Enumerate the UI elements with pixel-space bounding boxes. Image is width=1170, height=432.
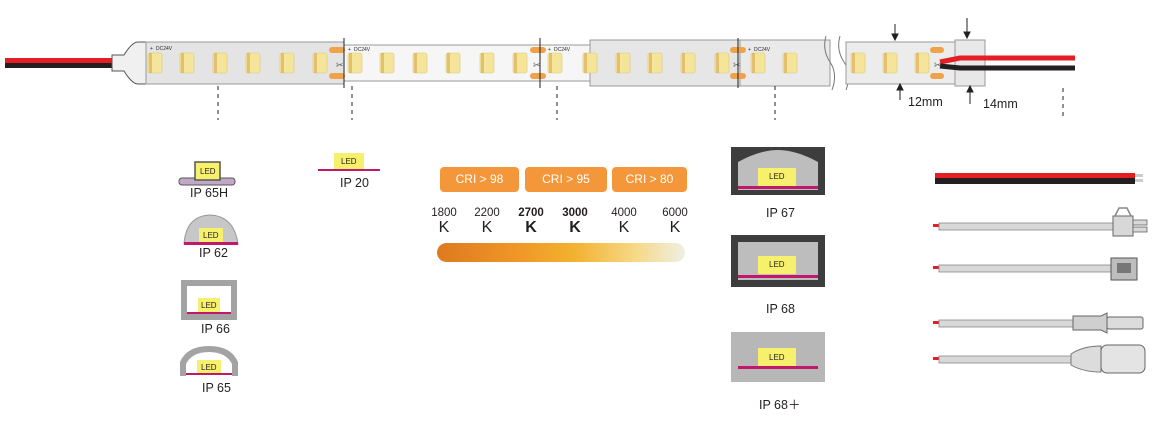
strip-section-ip65h: [145, 41, 345, 85]
dimension-14mm: 14mm: [983, 97, 1018, 111]
cct-value: 1800: [431, 207, 457, 219]
cut-point-4: ✂: [930, 47, 944, 79]
bare-wire-icon: [935, 173, 1143, 184]
cri-badge-80: CRI > 80: [612, 167, 687, 192]
connector-options: [933, 173, 1148, 374]
profile-ip67-icon: LED: [731, 147, 825, 195]
label-ip65: IP 65: [202, 381, 231, 395]
cct-unit: K: [618, 219, 630, 236]
cct-unit: K: [569, 219, 581, 236]
socket-connector-icon: [933, 257, 1138, 281]
dc-female-jack-icon: [933, 344, 1146, 374]
output-wire-right: [939, 55, 1075, 71]
voltage-mark: DC24V: [554, 47, 571, 53]
cct-value: 4000: [611, 207, 637, 219]
cut-point-1: ✂: [329, 38, 345, 88]
cct-unit: K: [438, 219, 450, 236]
cct-unit: K: [525, 219, 537, 236]
led-strip-diagram: ✂ ✂ ✂ ✂ +DC24V +DC24V +DC24V +DC24V: [5, 18, 1075, 120]
cct-unit: K: [481, 219, 493, 236]
svg-text:+: +: [548, 47, 551, 53]
led-label: LED: [769, 172, 785, 181]
profile-ip20-icon: LED: [318, 153, 380, 171]
dc-male-jack-icon: [933, 312, 1144, 334]
cct-value: 6000: [662, 207, 688, 219]
plug-connector-icon: [933, 207, 1148, 237]
led-label: LED: [341, 157, 357, 166]
cct-gradient-bar: [437, 243, 685, 262]
led-label: LED: [201, 301, 217, 310]
led-label: LED: [200, 167, 216, 176]
voltage-mark: DC24V: [754, 47, 771, 53]
voltage-mark: DC24V: [354, 47, 371, 53]
label-ip68plus: IP 68＋: [759, 398, 801, 412]
svg-text:+: +: [348, 47, 351, 53]
label-ip62: IP 62: [199, 246, 228, 260]
label-ip68: IP 68: [766, 302, 795, 316]
leader-lines: [217, 86, 1064, 120]
label-ip67: IP 67: [766, 206, 795, 220]
voltage-mark: DC24V: [156, 46, 173, 52]
cri-badge-98: CRI > 98: [440, 167, 519, 192]
cct-value: 2700: [518, 207, 544, 219]
cct-value: 3000: [562, 207, 588, 219]
profile-ip65h-icon: LED: [178, 161, 236, 186]
cri-badge-95: CRI > 95: [525, 167, 607, 192]
profile-ip62-icon: LED: [183, 214, 239, 245]
input-wire-left: [5, 58, 115, 68]
led-label: LED: [203, 231, 219, 240]
svg-text:✂: ✂: [934, 61, 942, 71]
svg-text:✂: ✂: [533, 61, 541, 71]
cut-point-3: ✂: [730, 38, 746, 88]
label-ip66: IP 66: [201, 322, 230, 336]
svg-text:+: +: [748, 47, 751, 53]
cct-value: 2200: [474, 207, 500, 219]
profile-ip68-icon: LED: [731, 235, 825, 287]
svg-text:+: +: [150, 46, 153, 52]
dimension-arrows: [891, 18, 974, 104]
led-label: LED: [201, 363, 217, 372]
profile-ip68plus-icon: LED: [731, 332, 825, 382]
label-ip20: IP 20: [340, 176, 369, 190]
profile-ip66-icon: LED: [181, 280, 237, 320]
label-ip65h: IP 65H: [190, 186, 228, 200]
end-cap-left: [111, 41, 149, 85]
cct-unit: K: [669, 219, 681, 236]
svg-text:✂: ✂: [733, 61, 741, 71]
led-label: LED: [769, 353, 785, 362]
profile-ip65-icon: LED: [180, 346, 238, 376]
led-label: LED: [769, 260, 785, 269]
dimension-12mm: 12mm: [908, 95, 943, 109]
end-sleeve: [954, 39, 986, 87]
svg-text:✂: ✂: [336, 61, 344, 71]
cut-point-2: ✂: [530, 38, 546, 88]
